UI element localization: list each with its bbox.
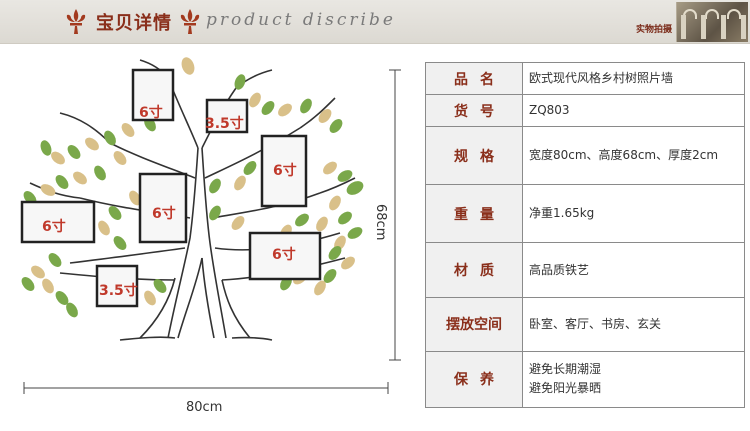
spec-value-size: 宽度80cm、高度68cm、厚度2cm bbox=[522, 126, 745, 186]
building-photo-thumbnail bbox=[676, 2, 748, 42]
frame-size-label: 6寸 bbox=[152, 206, 176, 222]
spec-key-material: 材质 bbox=[425, 242, 523, 298]
frame-size-label: 3.5寸 bbox=[205, 116, 244, 132]
spec-row: 摆放空间 卧室、客厅、书房、玄关 bbox=[425, 296, 745, 352]
frame-size-label: 6寸 bbox=[273, 163, 297, 179]
spec-row: 材质 高品质铁艺 bbox=[425, 242, 745, 298]
banner-title: 宝贝详情 bbox=[96, 13, 172, 34]
spec-value-care: 避免长期潮湿 避免阳光暴晒 bbox=[522, 350, 745, 409]
spec-key-size: 规格 bbox=[425, 126, 523, 186]
tree-drawing bbox=[20, 57, 401, 394]
product-illustration: 6寸 3.5寸 6寸 6寸 6寸 6寸 3.5寸 68cm 80cm bbox=[0, 48, 420, 428]
header-banner: 宝贝详情 product discribe 实物拍摄 bbox=[0, 0, 750, 44]
frame-size-label: 6寸 bbox=[272, 247, 296, 263]
fleur-de-lis-icon bbox=[180, 9, 200, 34]
spec-key-placement: 摆放空间 bbox=[425, 296, 523, 352]
spec-value-material: 高品质铁艺 bbox=[522, 242, 745, 298]
frame-size-label: 6寸 bbox=[139, 105, 163, 121]
dimension-lines bbox=[23, 69, 401, 394]
width-dimension-label: 80cm bbox=[186, 400, 223, 415]
photo-frames bbox=[20, 68, 322, 308]
care-line: 避免阳光暴晒 bbox=[529, 381, 602, 396]
spec-value-placement: 卧室、客厅、书房、玄关 bbox=[522, 296, 745, 352]
frame-size-label: 3.5寸 bbox=[99, 283, 138, 299]
spec-row: 品名 欧式现代风格乡村树照片墙 bbox=[425, 61, 745, 96]
spec-key-name: 品名 bbox=[425, 61, 523, 96]
spec-table: 品名 欧式现代风格乡村树照片墙 货号 ZQ803 规格 宽度80cm、高度68c… bbox=[425, 61, 745, 409]
banner-subtitle: product discribe bbox=[206, 10, 396, 30]
spec-key-care: 保养 bbox=[425, 350, 523, 409]
spec-row: 货号 ZQ803 bbox=[425, 94, 745, 128]
fleur-de-lis-icon bbox=[66, 9, 86, 34]
spec-value-weight: 净重1.65kg bbox=[522, 184, 745, 244]
spec-row: 保养 避免长期潮湿 避免阳光暴晒 bbox=[425, 350, 745, 409]
frame-size-label: 6寸 bbox=[42, 219, 66, 235]
spec-row: 规格 宽度80cm、高度68cm、厚度2cm bbox=[425, 126, 745, 186]
spec-value-model: ZQ803 bbox=[522, 94, 745, 128]
spec-value-name: 欧式现代风格乡村树照片墙 bbox=[522, 61, 745, 96]
photo-badge: 实物拍摄 bbox=[636, 25, 673, 35]
spec-key-weight: 重量 bbox=[425, 184, 523, 244]
height-dimension-label: 68cm bbox=[373, 204, 388, 241]
spec-row: 重量 净重1.65kg bbox=[425, 184, 745, 244]
care-line: 避免长期潮湿 bbox=[529, 362, 602, 377]
spec-key-model: 货号 bbox=[425, 94, 523, 128]
